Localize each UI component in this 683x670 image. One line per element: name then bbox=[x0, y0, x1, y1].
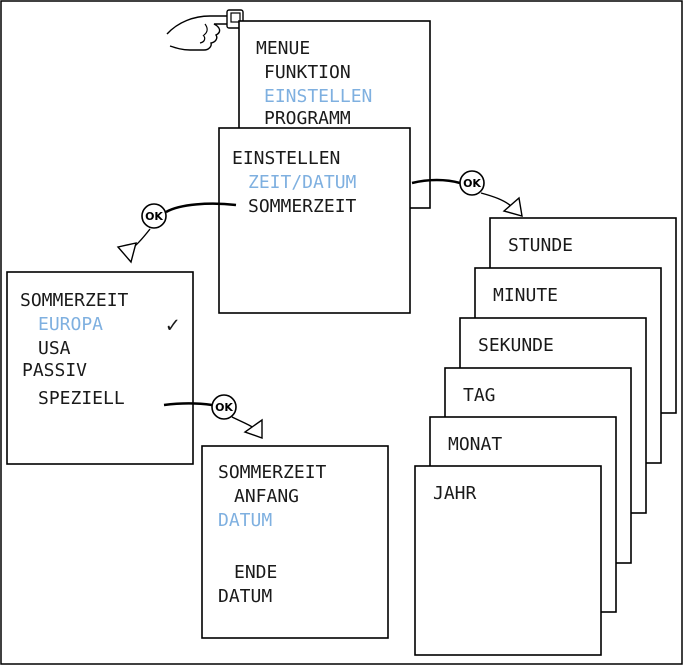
stack-label-jahr: JAHR bbox=[433, 483, 477, 504]
einstellen-screen: EINSTELLEN ZEIT/DATUM SOMMERZEIT bbox=[218, 127, 411, 314]
stack-label-tag: TAG bbox=[463, 385, 496, 406]
menu-item-funktion: FUNKTION bbox=[264, 62, 351, 83]
ok-label-left: OK bbox=[145, 210, 163, 223]
hand-pressing-button-icon bbox=[166, 9, 244, 51]
sommerzeit-title: SOMMERZEIT bbox=[20, 290, 129, 311]
sommerzeit-screen-frame bbox=[6, 271, 194, 465]
sommerzeit-item-usa: USA bbox=[38, 338, 71, 359]
speziell-start-label: ANFANG bbox=[234, 486, 299, 507]
einstellen-item-sommerzeit: SOMMERZEIT bbox=[248, 196, 357, 217]
arrow-down-right-icon bbox=[502, 196, 523, 217]
ok-button-icon bbox=[211, 394, 237, 420]
menu-item-programm: PROGRAMM bbox=[264, 108, 351, 129]
speziell-start-value: DATUM bbox=[218, 510, 272, 531]
speziell-end-value: DATUM bbox=[218, 586, 272, 607]
sommerzeit-item-passiv: PASSIV bbox=[22, 360, 87, 381]
zeit-datum-stack: STUNDE MINUTE SEKUNDE TAG MONAT JAHR bbox=[414, 217, 677, 656]
stack-label-sekunde: SEKUNDE bbox=[478, 335, 554, 356]
sommerzeit-item-speziell: SPEZIELL bbox=[38, 388, 125, 409]
stack-label-monat: MONAT bbox=[448, 434, 502, 455]
checkmark-icon: ✓ bbox=[166, 313, 179, 338]
ok-label-right: OK bbox=[463, 177, 481, 190]
menu-title: MENUE bbox=[256, 38, 310, 59]
sommerzeit-screen: SOMMERZEIT EUROPA ✓ USA PASSIV SPEZIELL bbox=[6, 271, 194, 465]
ok-button-icon bbox=[141, 203, 167, 229]
stack-card-jahr bbox=[414, 465, 602, 656]
arrow-down-right-icon bbox=[243, 418, 263, 439]
arrow-down-left-icon bbox=[116, 242, 137, 264]
connector-to-zeit-datum: OK bbox=[411, 170, 523, 217]
connector-to-sommerzeit: OK bbox=[116, 202, 237, 264]
stack-label-minute: MINUTE bbox=[493, 285, 558, 306]
speziell-end-label: ENDE bbox=[234, 562, 277, 583]
einstellen-screen-frame bbox=[218, 127, 411, 314]
connector-to-speziell: OK bbox=[163, 394, 263, 439]
speziell-screen: SOMMERZEIT ANFANG DATUM ENDE DATUM bbox=[201, 445, 389, 639]
speziell-title: SOMMERZEIT bbox=[218, 462, 327, 483]
einstellen-item-zeit-datum: ZEIT/DATUM bbox=[248, 172, 357, 193]
speziell-screen-frame bbox=[201, 445, 389, 639]
stack-label-stunde: STUNDE bbox=[508, 235, 573, 256]
sommerzeit-item-europa: EUROPA bbox=[38, 314, 103, 335]
menu-item-einstellen: EINSTELLEN bbox=[264, 86, 372, 107]
ok-label-bottom: OK bbox=[215, 401, 233, 414]
einstellen-title: EINSTELLEN bbox=[232, 148, 340, 169]
ok-button-icon bbox=[459, 170, 485, 196]
